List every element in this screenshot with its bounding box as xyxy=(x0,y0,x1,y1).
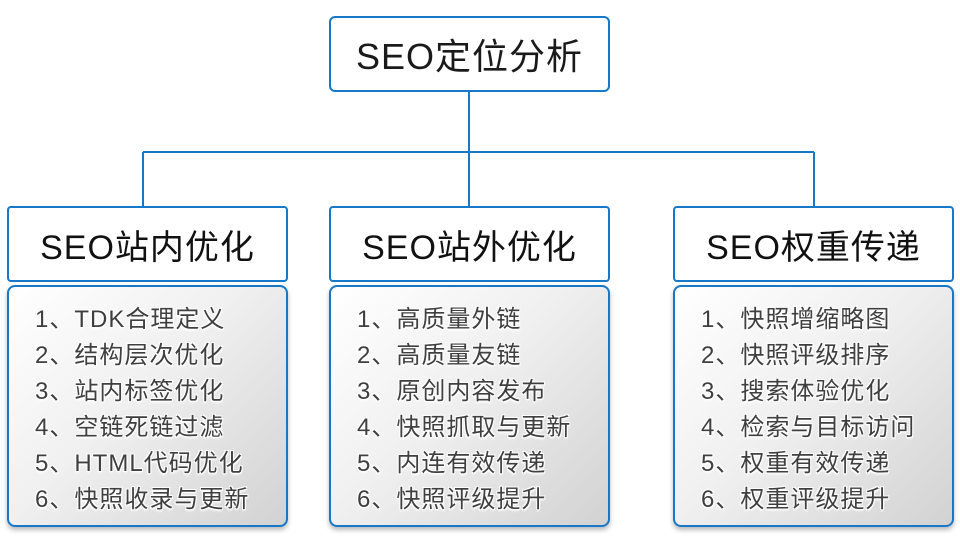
list-item: 4、空链死链过滤 xyxy=(35,414,225,441)
list-item: 2、快照评级排序 xyxy=(701,342,891,369)
branch-offsite: SEO站外优化 1、高质量外链 2、高质量友链 3、原创内容发布 4、快照抓取与… xyxy=(329,206,610,528)
list-item: 5、权重有效传递 xyxy=(701,450,891,477)
branch-offsite-header-label: SEO站外优化 xyxy=(362,228,577,267)
list-item: 1、快照增缩略图 xyxy=(701,306,891,333)
list-item: 6、权重评级提升 xyxy=(701,486,891,513)
list-item: 2、结构层次优化 xyxy=(35,342,225,369)
list-item: 5、内连有效传递 xyxy=(357,450,547,477)
branch-onsite-header-label: SEO站内优化 xyxy=(40,228,255,267)
branch-weight: SEO权重传递 1、快照增缩略图 2、快照评级排序 3、搜索体验优化 4、检索与… xyxy=(673,206,954,528)
list-item: 4、检索与目标访问 xyxy=(701,414,916,441)
root-node-label: SEO定位分析 xyxy=(355,36,584,77)
list-item: 3、原创内容发布 xyxy=(357,378,547,405)
list-item: 1、TDK合理定义 xyxy=(35,306,226,333)
branch-offsite-item-list: 1、高质量外链 2、高质量友链 3、原创内容发布 4、快照抓取与更新 5、内连有… xyxy=(329,285,610,527)
branch-onsite-item-list: 1、TDK合理定义 2、结构层次优化 3、站内标签优化 4、空链死链过滤 5、H… xyxy=(7,285,288,527)
branch-offsite-header: SEO站外优化 xyxy=(329,206,610,282)
branch-weight-header-label: SEO权重传递 xyxy=(706,228,921,267)
branch-weight-item-list: 1、快照增缩略图 2、快照评级排序 3、搜索体验优化 4、检索与目标访问 5、权… xyxy=(673,285,954,527)
list-item: 5、HTML代码优化 xyxy=(35,450,244,477)
branch-onsite: SEO站内优化 1、TDK合理定义 2、结构层次优化 3、站内标签优化 4、空链… xyxy=(7,206,288,528)
branch-onsite-header: SEO站内优化 xyxy=(7,206,288,282)
list-item: 6、快照评级提升 xyxy=(357,486,547,513)
list-item: 4、快照抓取与更新 xyxy=(357,414,572,441)
list-item: 3、站内标签优化 xyxy=(35,378,225,405)
list-item: 3、搜索体验优化 xyxy=(701,378,891,405)
root-node: SEO定位分析 xyxy=(329,16,610,92)
list-item: 1、高质量外链 xyxy=(357,306,522,333)
branch-weight-header: SEO权重传递 xyxy=(673,206,954,282)
list-item: 6、快照收录与更新 xyxy=(35,486,250,513)
list-item: 2、高质量友链 xyxy=(357,342,522,369)
